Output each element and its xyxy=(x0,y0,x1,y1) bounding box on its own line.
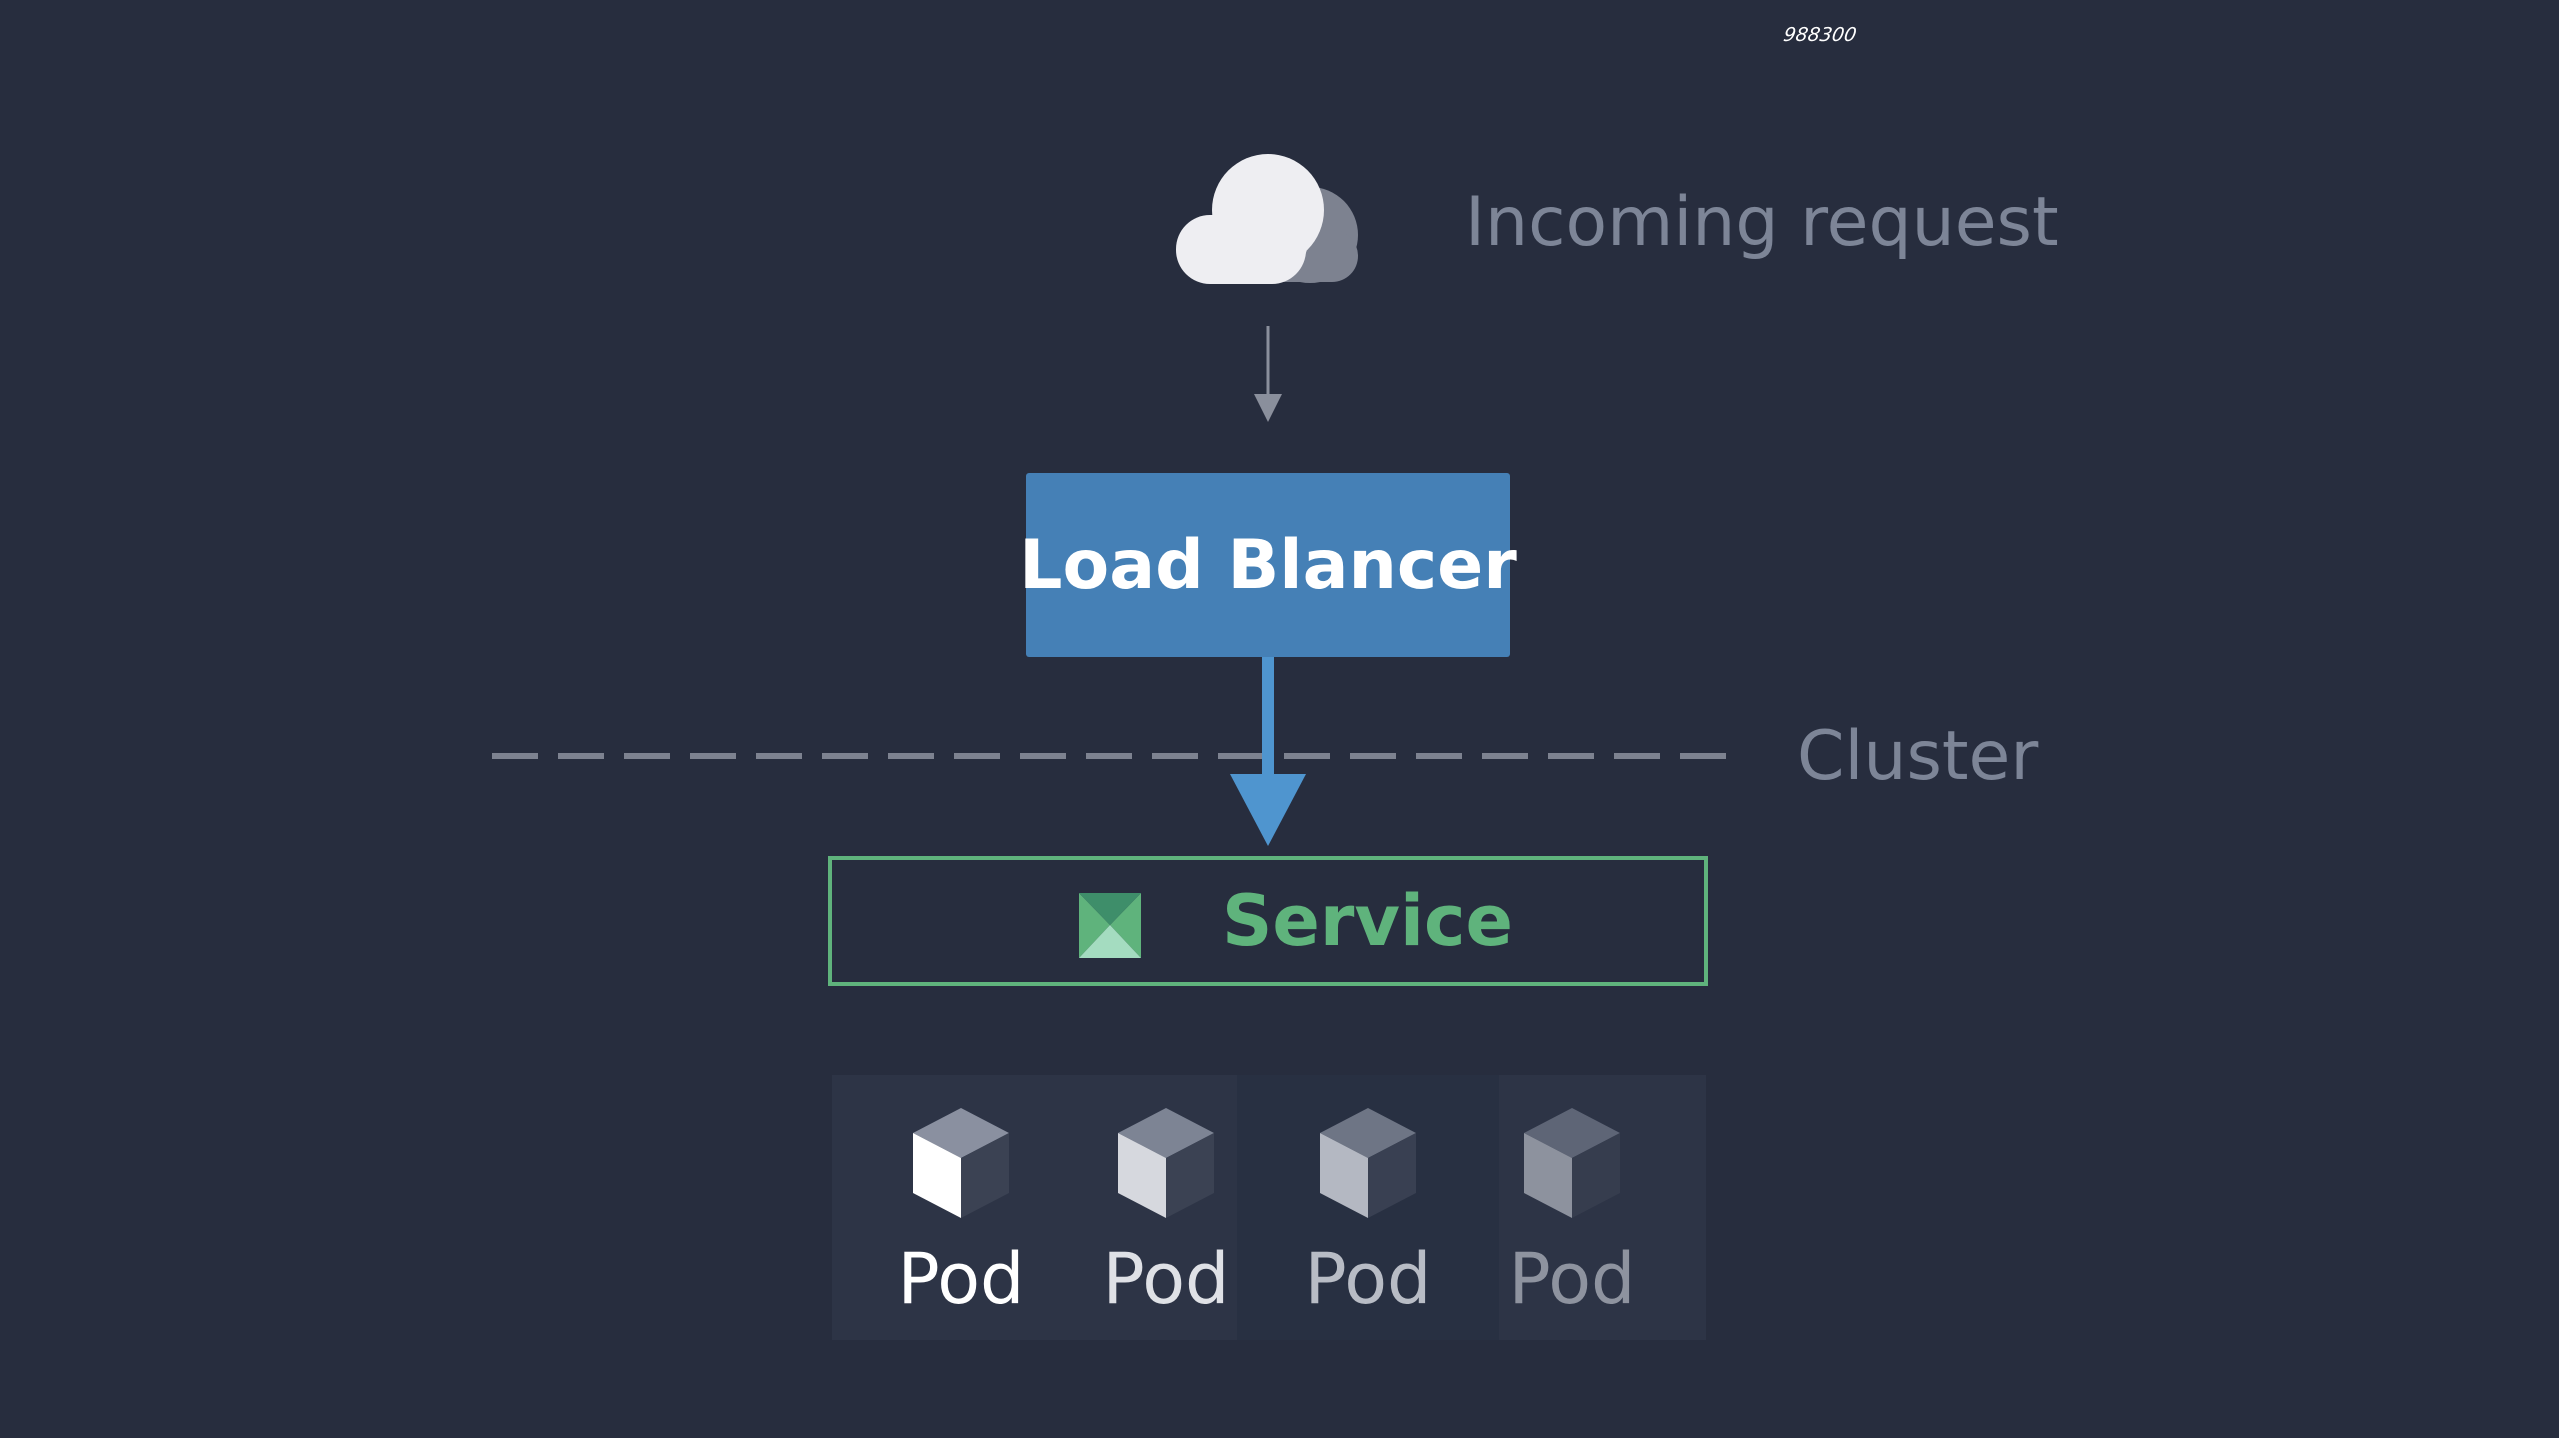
cloud-icon xyxy=(1176,154,1358,284)
pod-3-cube-icon xyxy=(1320,1108,1416,1218)
service-icon xyxy=(1079,893,1141,958)
pod-2-label: Pod xyxy=(1102,1238,1230,1320)
load-balancer-box: Load Blancer xyxy=(1019,473,1517,657)
pod-1-cube-icon xyxy=(913,1108,1009,1218)
pod-3-label: Pod xyxy=(1304,1238,1432,1320)
incoming-request-label: Incoming request xyxy=(1465,183,2059,262)
service-label: Service xyxy=(1222,880,1514,962)
load-balancer-label: Load Blancer xyxy=(1019,525,1517,605)
pod-2-cube-icon xyxy=(1118,1108,1214,1218)
pod-4-cube-icon xyxy=(1524,1108,1620,1218)
service-box xyxy=(828,856,1708,986)
cluster-label: Cluster xyxy=(1797,717,2039,796)
pod-1-label: Pod xyxy=(897,1238,1025,1320)
pod-4-label: Pod xyxy=(1508,1238,1636,1320)
request-arrow xyxy=(1254,326,1282,422)
traffic-arrow xyxy=(1230,657,1306,846)
